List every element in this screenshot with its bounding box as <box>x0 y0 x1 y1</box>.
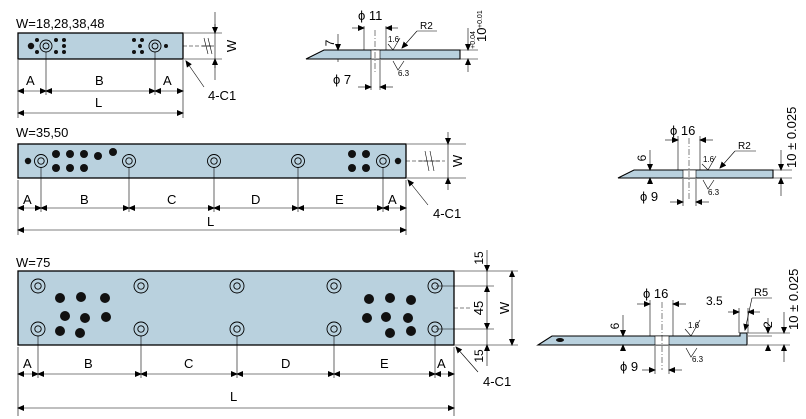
dim-l-2: L <box>207 214 214 229</box>
roughness-b-2: 6.3 <box>708 188 720 197</box>
chamfer-label-2: 4-C1 <box>433 206 461 221</box>
dim-a-left-2: A <box>23 192 32 207</box>
counterbore-dia-1: ϕ 7 <box>333 72 351 87</box>
roughness-a-3: 1.6 <box>688 321 700 330</box>
dim-a-right-2: A <box>388 192 397 207</box>
thickness-2: 10 ± 0.025 <box>784 107 799 168</box>
dim-w-3: W <box>497 301 512 314</box>
dim-bottom-margin-3: 15 <box>472 349 486 363</box>
bore-dia-1: ϕ 11 <box>358 8 382 23</box>
dim-l-3: L <box>230 389 237 404</box>
thickness-3: 10 ± 0.025 <box>786 269 801 330</box>
bore-depth-2: 6 <box>635 154 649 161</box>
width-label-3: W=75 <box>16 255 50 270</box>
radius-3: R5 <box>754 287 768 299</box>
dim-a-right-1: A <box>163 73 172 88</box>
dim-e-3: E <box>380 356 389 371</box>
roughness-b-1: 6.3 <box>398 69 410 78</box>
dim-d-3: D <box>281 356 290 371</box>
width-label-2: W=35,50 <box>16 125 68 140</box>
dim-e-2: E <box>335 192 344 207</box>
counterbore-dia-2: ϕ 9 <box>640 189 658 204</box>
tolerance-lower-1: +0.01 <box>477 10 484 28</box>
radius-2: R2 <box>738 141 751 152</box>
step-height-3: 2 <box>761 321 775 328</box>
dim-c-3: C <box>184 356 193 371</box>
plate-top-view-3 <box>17 270 470 346</box>
dim-b-2: B <box>80 192 89 207</box>
section-view-3 <box>536 302 748 370</box>
dim-w-1: W <box>224 39 239 52</box>
bore-dia-2: ϕ 16 <box>670 123 695 138</box>
dim-d-2: D <box>251 192 260 207</box>
dim-b-1: B <box>95 73 104 88</box>
bore-depth-1: 7 <box>323 39 337 46</box>
radius-1: R2 <box>420 21 433 32</box>
dim-l-1: L <box>95 95 102 110</box>
plate-top-view-2 <box>17 143 445 179</box>
step-width-3: 3.5 <box>706 294 723 308</box>
dim-c-2: C <box>167 192 176 207</box>
dim-a-left-3: A <box>23 356 32 371</box>
dim-a-left-1: A <box>26 73 35 88</box>
chamfer-label-3: 4-C1 <box>483 374 511 389</box>
roughness-a-1: 1.6 <box>388 35 400 44</box>
thickness-1: 10 <box>474 28 489 42</box>
section-view-1 <box>305 30 461 74</box>
dim-b-3: B <box>84 356 93 371</box>
plate-top-view-1 <box>17 32 212 60</box>
counterbore-dia-3: ϕ 9 <box>620 359 638 374</box>
chamfer-label-1: 4-C1 <box>208 88 236 103</box>
dim-w-2: W <box>450 154 465 167</box>
dim-a-right-3: A <box>437 356 446 371</box>
width-label-1: W=18,28,38,48 <box>16 16 105 31</box>
tolerance-upper-1: +0.04 <box>470 31 477 49</box>
bore-depth-3: 6 <box>608 322 622 329</box>
roughness-b-3: 6.3 <box>692 355 704 364</box>
bore-dia-3: ϕ 16 <box>643 286 668 301</box>
roughness-a-2: 1.6 <box>703 155 715 164</box>
dim-top-margin-3: 15 <box>472 251 486 265</box>
dim-middle-3: 45 <box>471 301 486 315</box>
